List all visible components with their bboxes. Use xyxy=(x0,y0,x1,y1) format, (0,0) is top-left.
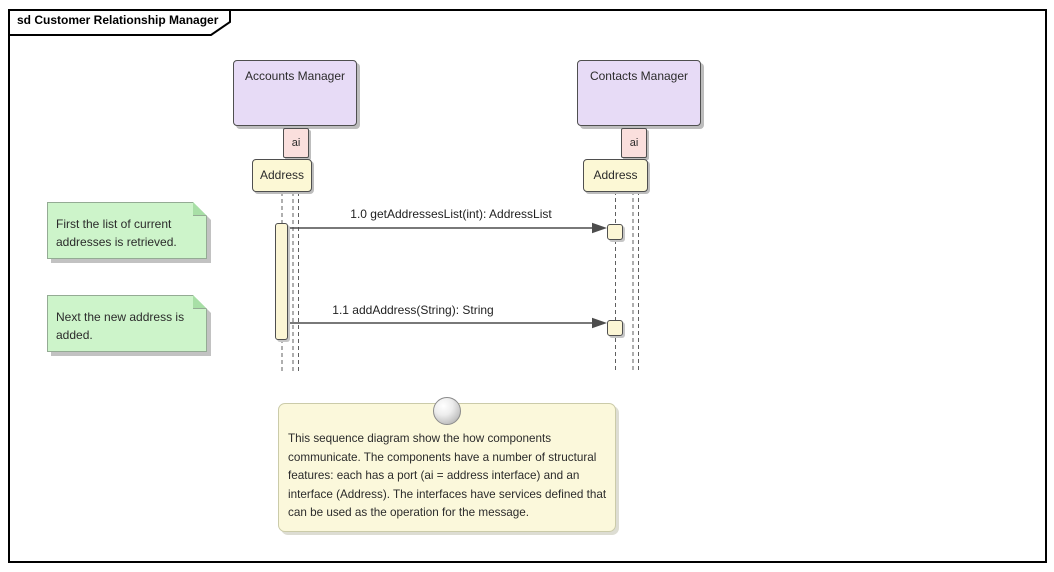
message-1-label[interactable]: 1.0 getAddressesList(int): AddressList xyxy=(350,207,552,221)
activation-contacts-message-1[interactable] xyxy=(607,224,623,240)
frame-label-tab xyxy=(8,9,231,36)
doc-note-line-2: communicate. The components have a numbe… xyxy=(288,450,597,464)
note-add-line-2: added. xyxy=(56,328,93,342)
note-retrieve-line-2: addresses is retrieved. xyxy=(56,235,177,249)
component-contacts-manager-label: Contacts Manager xyxy=(589,69,689,83)
port-contacts-ai-label: ai xyxy=(629,137,639,149)
doc-note-line-5: can be used as the operation for the mes… xyxy=(288,506,530,519)
component-accounts-manager[interactable]: Accounts Manager xyxy=(233,60,357,126)
uml-frame-border xyxy=(8,9,1047,563)
message-2-label[interactable]: 1.1 addAddress(String): String xyxy=(332,303,494,317)
doc-note-line-1: This sequence diagram show the how compo… xyxy=(288,432,552,445)
message-2-arrowhead-icon xyxy=(592,317,607,329)
interface-accounts-address-label: Address xyxy=(259,168,305,182)
port-contacts-ai[interactable]: ai xyxy=(621,128,647,158)
component-accounts-manager-label: Accounts Manager xyxy=(244,69,346,83)
port-accounts-ai-label: ai xyxy=(291,137,301,149)
interface-accounts-address[interactable]: Address xyxy=(252,159,312,192)
activation-contacts-message-2[interactable] xyxy=(607,320,623,336)
note-add-address[interactable]: Next the new address is added. xyxy=(47,295,211,356)
interface-contacts-address-label: Address xyxy=(593,168,638,182)
component-contacts-manager[interactable]: Contacts Manager xyxy=(577,60,701,126)
activation-bar-accounts[interactable] xyxy=(275,223,288,340)
port-accounts-ai[interactable]: ai xyxy=(283,128,309,158)
doc-note-line-4: interface (Address). The interfaces have… xyxy=(288,487,607,501)
note-add-line-1: Next the new address is xyxy=(56,310,185,324)
doc-note-line-3: features: each has a port (ai = address … xyxy=(288,469,580,482)
note-retrieve-addresses[interactable]: First the list of current addresses is r… xyxy=(47,202,211,263)
frame-tab-shape xyxy=(8,9,231,36)
note-retrieve-line-1: First the list of current xyxy=(56,217,172,231)
note-fold-corner-icon xyxy=(193,295,207,309)
note-fold-corner-icon xyxy=(193,202,207,216)
frame-title: sd Customer Relationship Manager xyxy=(17,13,219,27)
message-1-arrowhead-icon xyxy=(592,222,607,234)
note-pin-sphere-icon xyxy=(433,397,461,425)
interface-contacts-address[interactable]: Address xyxy=(583,159,648,192)
